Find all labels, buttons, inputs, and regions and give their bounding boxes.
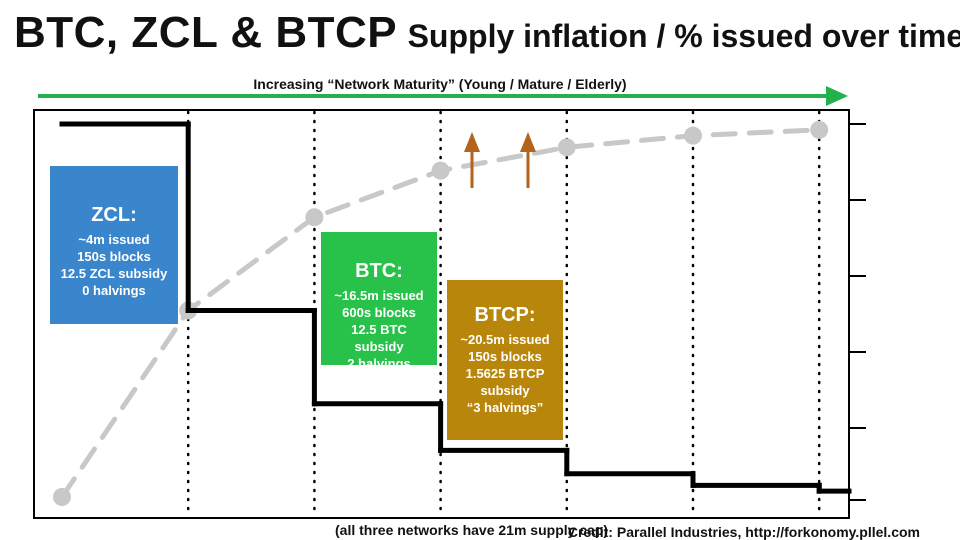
up-arrow-head [520, 132, 536, 152]
inflation-series [59, 121, 852, 494]
issued-point [810, 120, 829, 139]
maturity-label: Increasing “Network Maturity” (Young / M… [253, 76, 627, 92]
plot-frame [33, 109, 850, 519]
chart-subtitle: Supply inflation / % issued over time [407, 18, 960, 54]
btcp-info-box: BTCP: ~20.5m issued 150s blocks 1.5625 B… [447, 280, 563, 440]
zcl-box-line: ~4m issued [78, 232, 150, 247]
btcp-box-line: 150s blocks [468, 349, 542, 364]
btcp-box-line: subsidy [480, 383, 530, 398]
maturity-arrow-head [826, 86, 848, 106]
issued-point [431, 161, 450, 180]
supply-cap-note: (all three networks have 21m supply cap) [335, 522, 609, 538]
zcl-box-line: 150s blocks [77, 249, 151, 264]
btc-box-line: 600s blocks [342, 305, 416, 320]
btcp-box-line: ~20.5m issued [460, 332, 550, 347]
btc-box-line: 2 halvings [347, 356, 411, 371]
credit-text: Credit: Parallel Industries, http://fork… [567, 524, 920, 540]
btc-info-box: BTC: ~16.5m issued 600s blocks 12.5 BTC … [321, 232, 437, 371]
btc-box-line: subsidy [354, 339, 404, 354]
up-arrow-head [464, 132, 480, 152]
btcp-box-line: “3 halvings” [466, 400, 544, 415]
zcl-box-line: 12.5 ZCL subsidy [60, 266, 168, 281]
zcl-box-line: 0 halvings [82, 283, 146, 298]
issued-point [557, 138, 576, 157]
chart-title: BTC, ZCL & BTCP [14, 8, 398, 57]
issued-point [53, 488, 71, 506]
chart-title-block: BTC, ZCL & BTCP Supply inflation / % iss… [14, 8, 960, 58]
btcp-box-title: BTCP: [474, 304, 536, 326]
btc-box-line: ~16.5m issued [334, 288, 424, 303]
right-axis-ticks [849, 123, 866, 501]
annotation-arrows [464, 132, 536, 188]
btcp-box-line: 1.5625 BTCP [465, 366, 545, 381]
btc-box-line: 12.5 BTC [351, 322, 407, 337]
issued-point [684, 126, 702, 145]
btc-box-title: BTC: [355, 260, 403, 282]
zcl-info-box: ZCL: ~4m issued 150s blocks 12.5 ZCL sub… [50, 166, 178, 324]
zcl-box-title: ZCL: [91, 204, 137, 226]
issued-point [305, 208, 324, 227]
